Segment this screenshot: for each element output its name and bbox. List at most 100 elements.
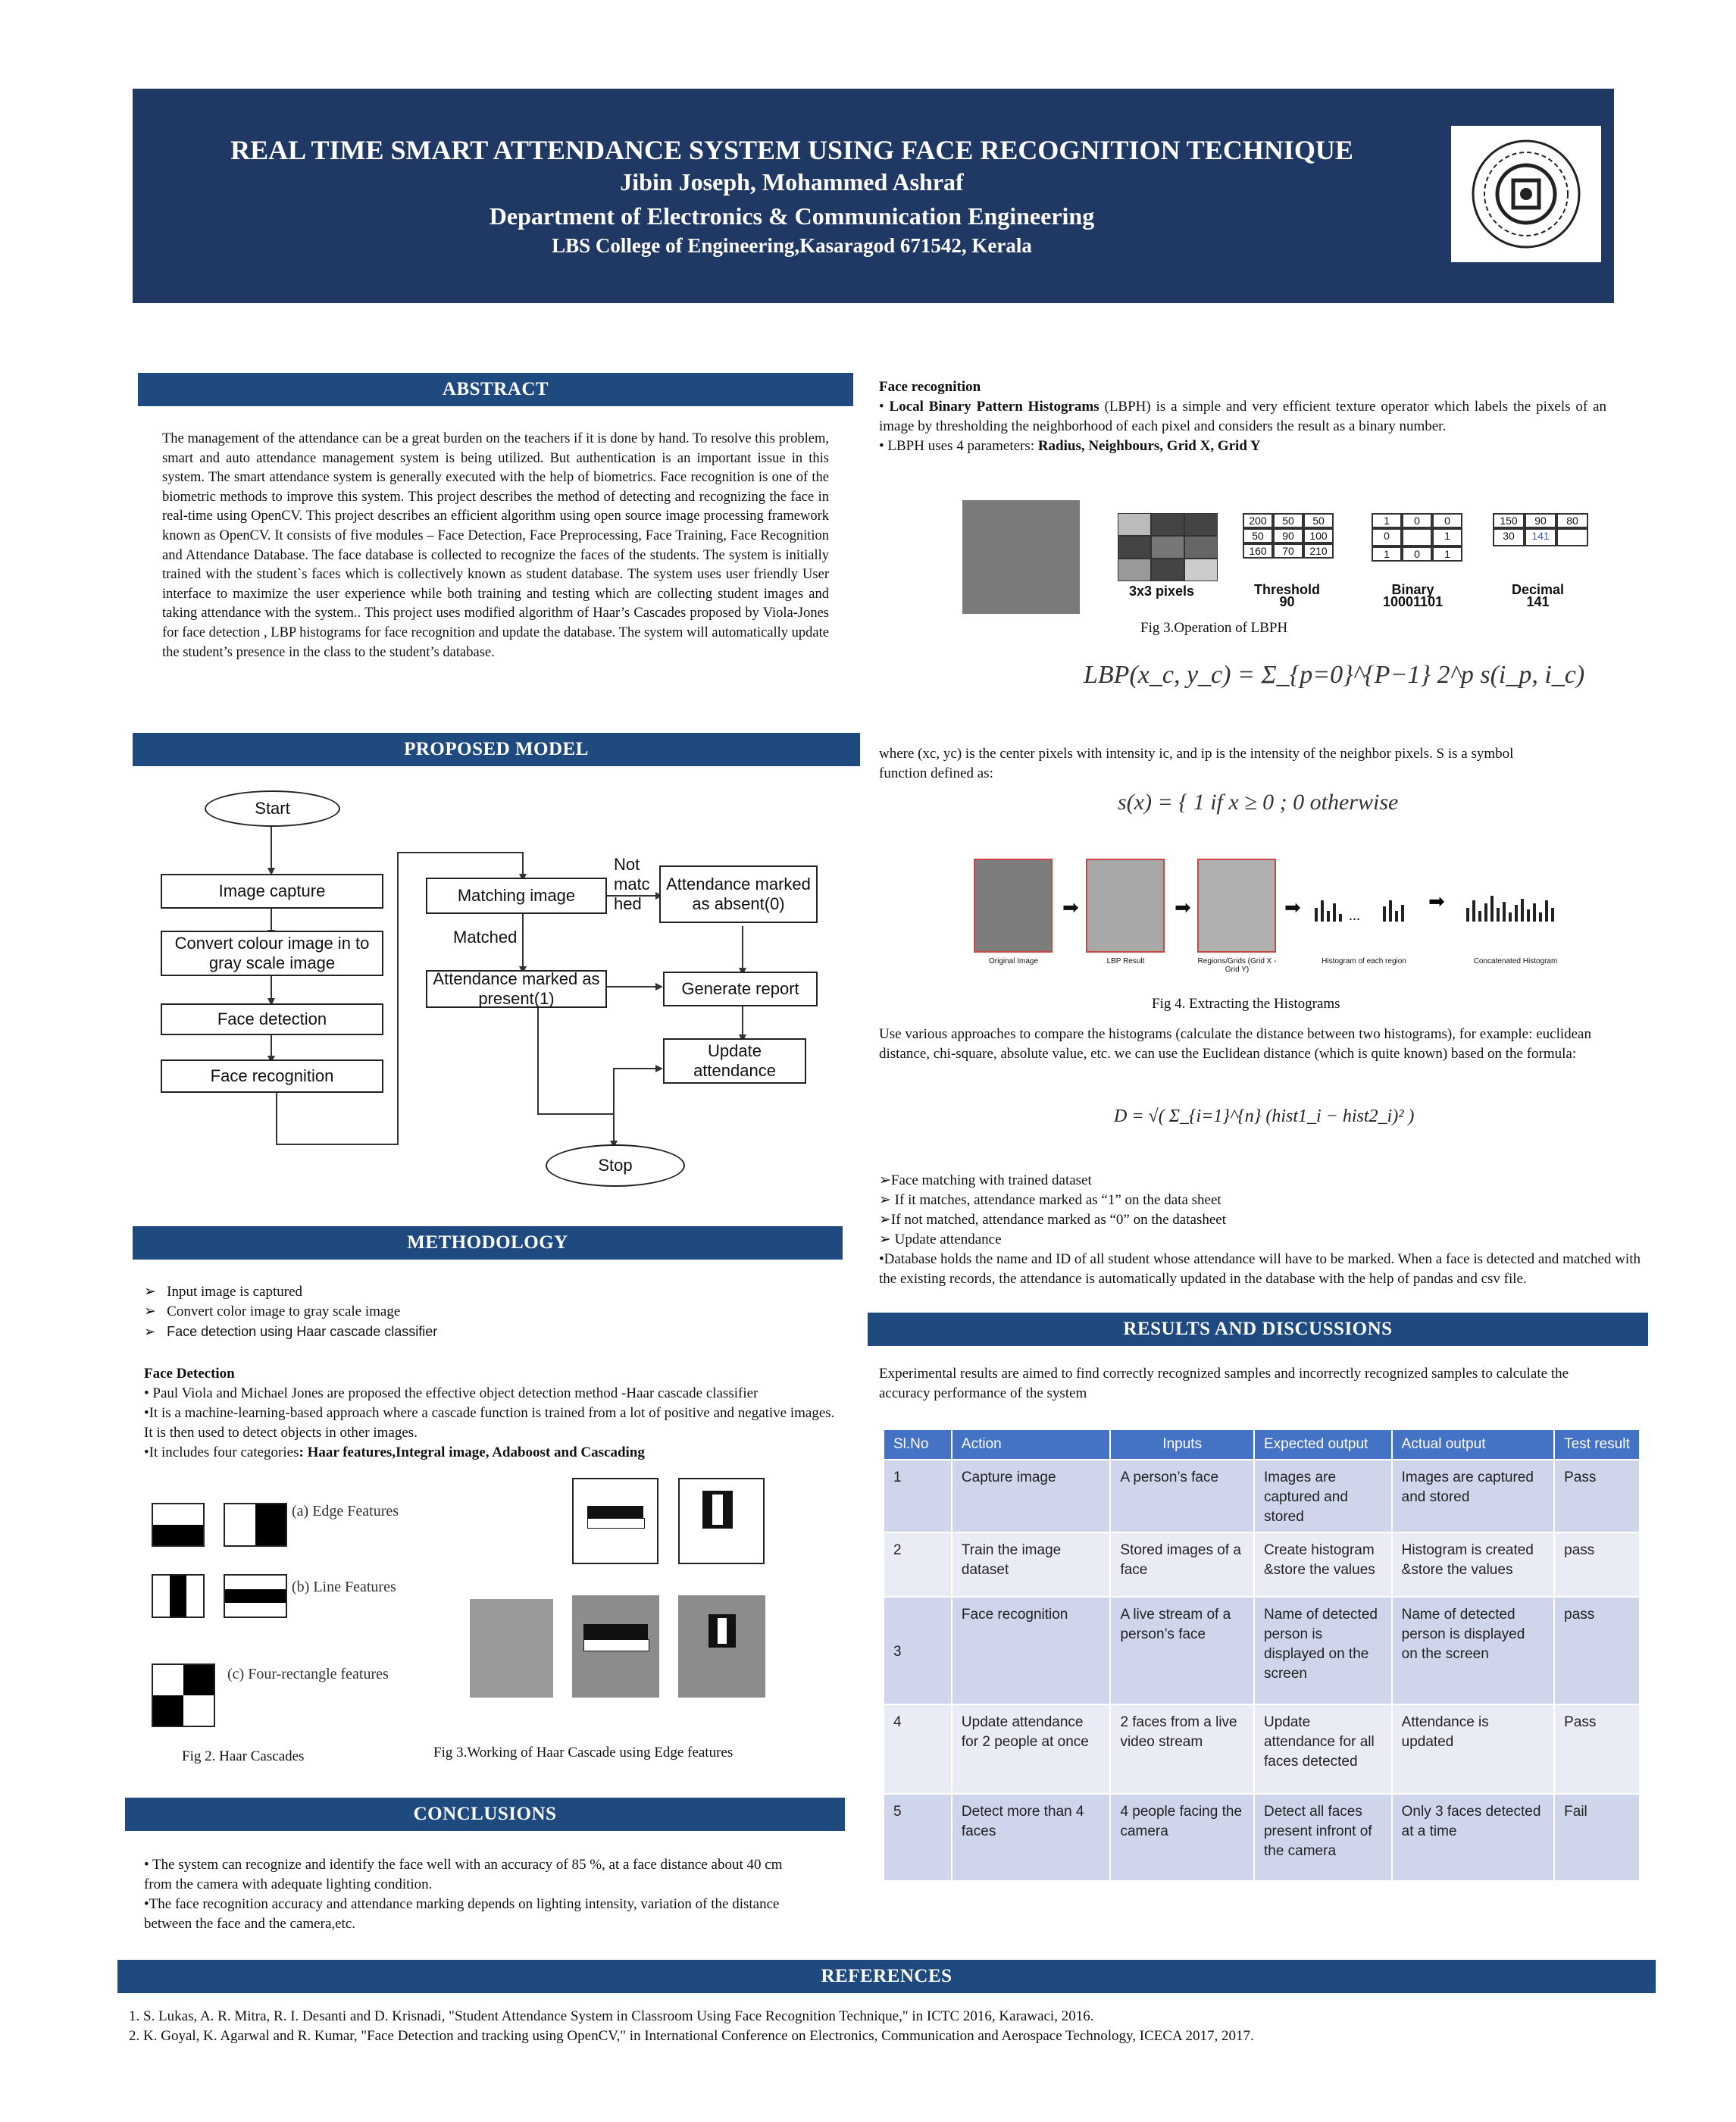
regions-grid-image <box>1197 859 1276 953</box>
table-cell: Update attendance for 2 people at once <box>950 1704 1112 1795</box>
face-detection-point: •It includes four categories: Haar featu… <box>144 1444 645 1460</box>
lbph-pixel-grid <box>1118 513 1218 581</box>
arrow-icon: ➡ <box>1175 897 1191 919</box>
table-cell: 4 people facing the camera <box>1109 1793 1255 1882</box>
table-cell: 1 <box>883 1459 952 1533</box>
references-list: 1. S. Lukas, A. R. Mitra, R. I. Desanti … <box>129 2007 1644 2046</box>
line-features-label: (b) Line Features <box>292 1579 396 1595</box>
haar-window-line <box>678 1478 765 1564</box>
svg-text:...: ... <box>1349 907 1360 923</box>
table-cell: 2 <box>883 1532 952 1598</box>
table-cell: pass <box>1553 1532 1641 1598</box>
col-header: Inputs <box>1109 1429 1255 1460</box>
table-cell: Only 3 faces detected at a time <box>1390 1793 1556 1882</box>
table-cell: Face recognition <box>950 1596 1112 1705</box>
table-cell: Fail <box>1553 1793 1641 1882</box>
methodology-bullet: ➢ Input image is captured <box>144 1284 303 1300</box>
proposed-model-heading: PROPOSED MODEL <box>133 733 860 766</box>
references-heading: REFERENCES <box>117 1960 1656 1993</box>
table-cell: Images are captured and stored <box>1390 1459 1556 1533</box>
results-table-wrap: Sl.No Action Inputs Expected output Actu… <box>883 1429 1641 1882</box>
flow-marked-absent: Attendance marked as absent(0) <box>659 865 818 923</box>
matching-step: ➢Face matching with trained dataset <box>879 1172 1092 1188</box>
svg-text:➡: ➡ <box>1428 890 1445 912</box>
edge-feature-a <box>152 1503 205 1547</box>
department: Department of Electronics & Communicatio… <box>489 202 1095 230</box>
col-header: Action <box>950 1429 1112 1460</box>
col-header: Test result <box>1553 1429 1641 1460</box>
flow-image-capture: Image capture <box>161 874 383 909</box>
edge-feature-b <box>224 1503 287 1547</box>
reference-item: 2. K. Goyal, K. Agarwal and R. Kumar, "F… <box>129 2028 1254 2044</box>
four-rect-feature <box>152 1663 215 1727</box>
lbph-description: • Local Binary Pattern Histograms (LBPH)… <box>879 399 1607 434</box>
table-cell: Name of detected person is displayed on … <box>1253 1596 1393 1705</box>
compare-text: Use various approaches to compare the hi… <box>879 1026 1591 1062</box>
flow-face-detection: Face detection <box>161 1003 383 1035</box>
table-cell: 3 <box>883 1596 952 1705</box>
col-header: Actual output <box>1390 1429 1556 1460</box>
lbph-face-photo <box>962 500 1080 614</box>
flow-update-attendance: Update attendance <box>663 1038 806 1084</box>
methodology-bullet: ➢ Convert color image to gray scale imag… <box>144 1304 401 1319</box>
results-intro: Experimental results are aimed to find c… <box>879 1366 1569 1401</box>
hist-label: LBP Result <box>1106 957 1145 966</box>
histogram-bars: ... ➡ <box>1315 890 1554 923</box>
col-header: Expected output <box>1253 1429 1393 1460</box>
where-text: where (xc, yc) is the center pixels with… <box>879 746 1514 781</box>
face-recognition-title: Face recognition <box>879 379 981 395</box>
matching-step: ➢If not matched, attendance marked as “0… <box>879 1212 1226 1228</box>
table-cell: pass <box>1553 1596 1641 1705</box>
matching-steps: ➢Face matching with trained dataset ➢ If… <box>879 1171 1641 1289</box>
table-cell: Images are captured and stored <box>1253 1459 1393 1533</box>
fig3-lbph-caption: Fig 3.Operation of LBPH <box>1140 620 1288 636</box>
s-function-formula: s(x) = { 1 if x ≥ 0 ; 0 otherwise <box>1118 790 1399 815</box>
abstract-text: The management of the attendance can be … <box>162 431 829 660</box>
flowchart: Start Image capture Convert colour image… <box>144 788 841 1197</box>
face-with-line-feature <box>678 1595 765 1698</box>
original-image <box>974 859 1053 953</box>
table-cell: Detect more than 4 faces <box>950 1793 1112 1882</box>
table-cell: Stored images of a face <box>1109 1532 1255 1598</box>
matching-step: ➢ If it matches, attendance marked as “1… <box>879 1192 1221 1208</box>
gear-emblem-icon <box>1472 139 1581 249</box>
face-detection-section: Face Detection • Paul Viola and Michael … <box>144 1364 841 1463</box>
methodology-bullet: ➢ Face detection using Haar cascade clas… <box>144 1324 438 1339</box>
conclusion-point: • The system can recognize and identify … <box>144 1857 783 1892</box>
fig4-caption: Fig 4. Extracting the Histograms <box>1152 996 1340 1012</box>
hist-label: Regions/Grids (Grid X - Grid Y) <box>1197 957 1277 974</box>
face-detection-point: •It is a machine-learning-based approach… <box>144 1405 835 1441</box>
flow-start: Start <box>205 790 340 827</box>
fig3-caption: Fig 3.Working of Haar Cascade using Edge… <box>433 1745 733 1761</box>
flow-marked-present: Attendance marked as present(1) <box>426 969 607 1008</box>
col-header: Sl.No <box>883 1429 952 1460</box>
table-cell: 5 <box>883 1793 952 1882</box>
line-feature-a <box>152 1574 205 1618</box>
table-cell: A person’s face <box>1109 1459 1255 1533</box>
table-cell: Histogram is created &store the values <box>1390 1532 1556 1598</box>
four-rect-label: (c) Four-rectangle features <box>227 1666 389 1682</box>
results-heading: RESULTS AND DISCUSSIONS <box>868 1313 1648 1346</box>
methodology-bullets: ➢ Input image is captured ➢ Convert colo… <box>144 1282 437 1341</box>
table-cell: 2 faces from a live video stream <box>1109 1704 1255 1795</box>
flow-stop: Stop <box>546 1144 685 1187</box>
abstract-heading: ABSTRACT <box>138 373 853 406</box>
conclusions-text: • The system can recognize and identify … <box>144 1855 811 1934</box>
matching-step: ➢ Update attendance <box>879 1232 1002 1247</box>
table-cell: Train the image dataset <box>950 1532 1112 1598</box>
lbph-parameters: • LBPH uses 4 parameters: Radius, Neighb… <box>879 438 1261 454</box>
pixels-label: 3x3 pixels <box>1129 584 1195 599</box>
lbp-result-image <box>1086 859 1165 953</box>
flow-face-recognition: Face recognition <box>161 1059 383 1093</box>
